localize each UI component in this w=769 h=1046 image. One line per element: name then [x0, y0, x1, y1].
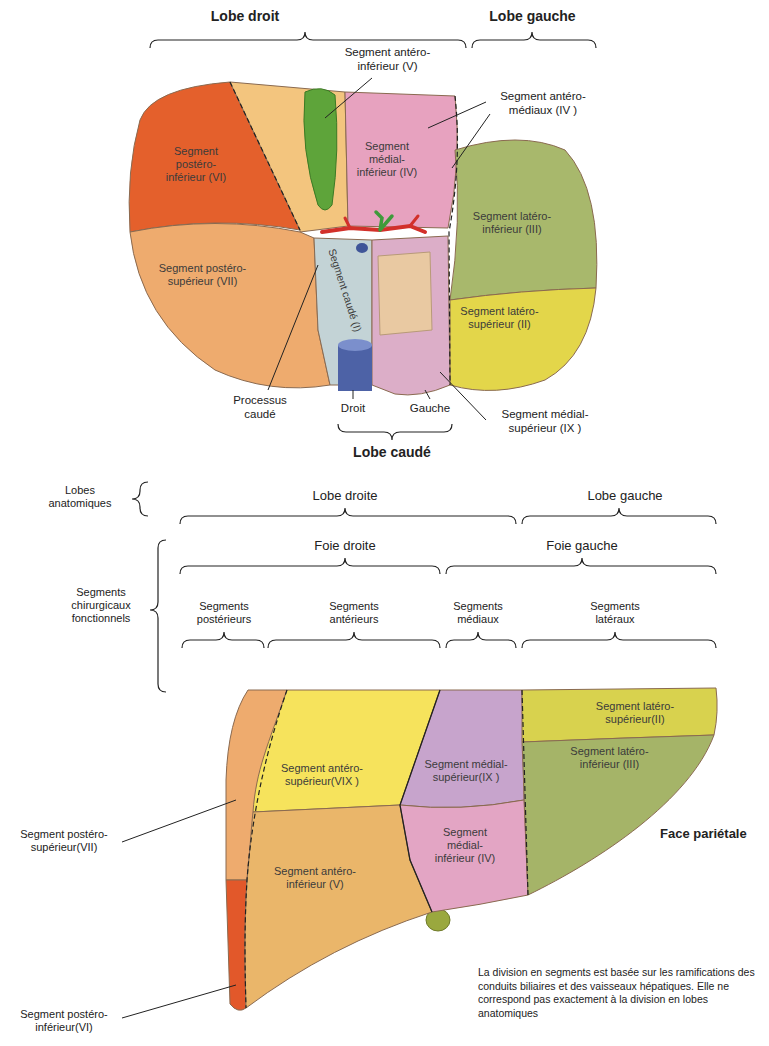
segment-label: Segment antéro- médiaux (IV ) — [488, 90, 598, 118]
dashed-border — [449, 96, 457, 385]
leader-line — [268, 265, 318, 390]
bracket — [150, 540, 166, 692]
leader-line — [122, 985, 236, 1018]
leader-line — [325, 78, 372, 118]
segment-label: Segment postéro- inférieur (VI) — [158, 145, 234, 185]
leader-line — [428, 102, 486, 128]
vena-cava-opening — [356, 243, 368, 253]
segment-label: Segment médial- inférieur (IV) — [428, 826, 502, 866]
caudate-left-part — [378, 252, 432, 335]
segment-label: Segment latéro- inférieur (III) — [462, 210, 562, 236]
segment-label: Segment latéro- supérieur (II) — [452, 305, 547, 331]
segment-label: Segment latéro- supérieur(II) — [575, 700, 695, 726]
part-label: Droit — [330, 402, 376, 416]
row-label: Lobes anatomiques — [40, 484, 120, 510]
bracket — [446, 632, 516, 648]
group-label: Segments postérieurs — [184, 600, 264, 626]
segment-borders — [245, 690, 528, 1008]
leader-line — [122, 800, 236, 842]
group-label: Segments médiaux — [438, 600, 518, 626]
segment-label: Segment postéro- inférieur(VI) — [8, 1008, 120, 1034]
segment-borders — [230, 82, 457, 385]
segment-label: Segment médial- inférieur (IV) — [356, 140, 418, 180]
top-leaders — [268, 78, 490, 420]
bile-duct — [376, 212, 392, 230]
leader-line — [353, 390, 354, 399]
bracket — [180, 558, 440, 574]
hepatic-pedicle — [322, 212, 425, 232]
segment-ii-area — [450, 288, 596, 390]
segment-label: Segment médial- supérieur (IX ) — [490, 408, 600, 436]
bracket — [180, 508, 516, 524]
gallbladder — [304, 89, 337, 210]
group-heading: Foie gauche — [522, 538, 642, 554]
row-label: Segments chirurgicaux fonctionnels — [55, 586, 147, 626]
group-heading: Foie droite — [285, 538, 405, 554]
lobe-heading: Lobe gauche — [565, 488, 685, 504]
segment-label: Segment médial- supérieur(IX ) — [412, 758, 520, 784]
segment-iv-area — [400, 800, 528, 912]
bracket — [522, 632, 716, 648]
segment-ix-area — [400, 690, 524, 808]
bracket — [338, 424, 452, 440]
bracket — [472, 32, 596, 48]
part-label: Gauche — [404, 402, 456, 416]
bracket — [446, 558, 716, 574]
parietal-liver — [226, 688, 717, 1010]
segment-ix-area — [372, 236, 450, 395]
group-label: Segments antérieurs — [314, 600, 394, 626]
bracket — [182, 632, 264, 648]
bracket — [522, 508, 716, 524]
segment-label: Segment antéro- inférieur (V) — [265, 865, 365, 891]
segment-ii-area — [522, 688, 717, 742]
view-label: Face pariétale — [660, 826, 764, 842]
segment-label: Segment antéro- supérieur(VIX ) — [272, 762, 372, 788]
segment-v-area — [230, 82, 348, 232]
bottom-leaders — [122, 800, 236, 1018]
dashed-border — [230, 82, 300, 230]
part-label: Processus caudé — [225, 394, 295, 422]
lobe-heading: Lobe droit — [190, 8, 300, 25]
bracket — [150, 32, 466, 48]
leader-line — [425, 390, 430, 399]
segment-v-area — [245, 805, 432, 1008]
segment-label: Segment postéro- supérieur (VII) — [150, 262, 255, 288]
segment-iv-area — [345, 92, 457, 228]
segment-label: Segment postéro- supérieur(VII) — [8, 828, 120, 854]
bracket — [132, 482, 148, 516]
group-label: Segments latéraux — [575, 600, 655, 626]
dashed-border — [245, 690, 287, 1008]
segment-iii-area — [522, 735, 714, 895]
bracket — [268, 632, 440, 648]
leader-line — [452, 114, 490, 168]
solid-border — [400, 690, 440, 912]
segment-label: Segment antéro- inférieur (V) — [335, 46, 440, 74]
dashed-border — [522, 690, 528, 895]
visceral-liver — [129, 82, 597, 395]
bottom-brackets — [132, 482, 716, 692]
lobe-heading: Lobe gauche — [475, 8, 590, 25]
lobe-heading: Lobe droite — [285, 488, 405, 504]
segment-iii-area — [450, 140, 597, 300]
note-text: La division en segments est basée sur le… — [478, 966, 760, 1021]
segment-vii-area — [130, 224, 330, 388]
segment-label: Segment latéro- inférieur (III) — [552, 745, 667, 771]
segment-vi-area — [226, 880, 247, 1010]
vena-cava-top — [338, 339, 372, 351]
vena-cava-body — [338, 345, 372, 391]
lobe-heading: Lobe caudé — [330, 444, 454, 461]
